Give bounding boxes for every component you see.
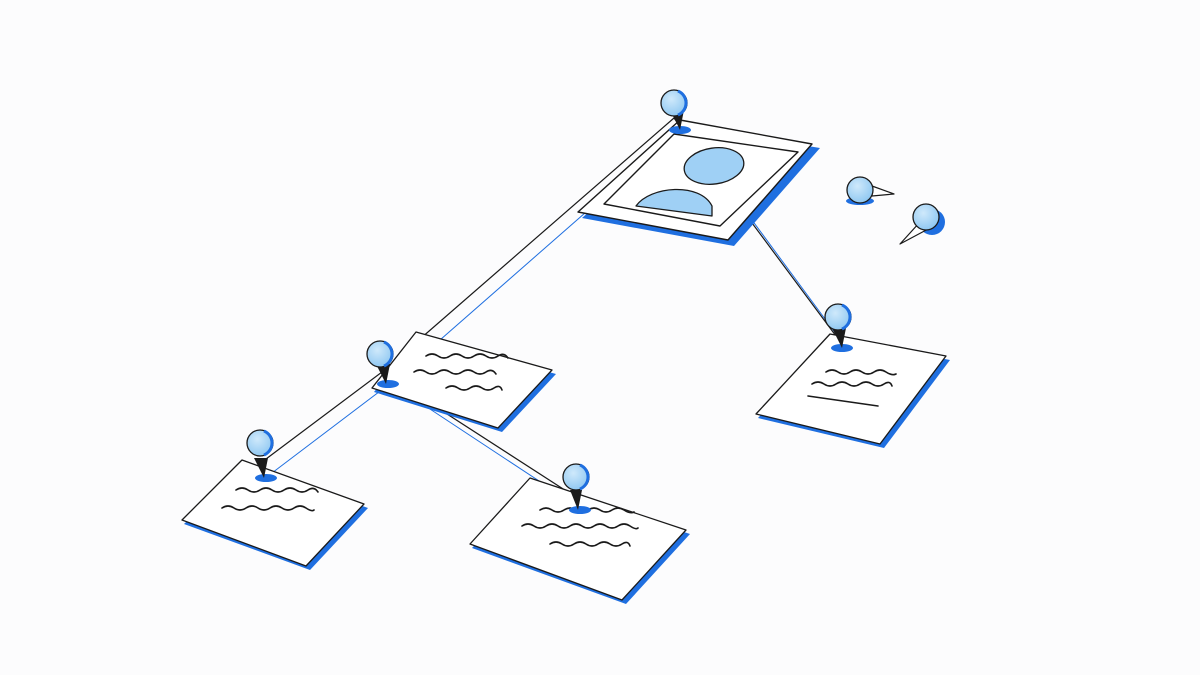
push-pin-icon (366, 340, 399, 388)
photo-card (577, 119, 820, 246)
person-shoulders-shape (635, 188, 713, 217)
loose-push-pin-icon (899, 203, 945, 245)
note-card-mid (371, 331, 556, 432)
note-card-mid-scribbles (413, 353, 509, 391)
note-card-right (755, 333, 950, 448)
note-card-right-scribbles (807, 369, 897, 407)
string-mid-to-bottomleft-black (261, 371, 383, 463)
push-pin-icon (246, 429, 277, 482)
note-card-bottom-left (181, 459, 368, 570)
string-mid-to-bottomleft-blue (267, 381, 393, 477)
note-card-bottom-left-scribbles (221, 487, 319, 512)
note-card-bottom-center (469, 477, 690, 604)
string-photo-to-mid-black (381, 117, 675, 373)
person-head-shape (683, 147, 745, 185)
push-pin-icon (562, 463, 591, 514)
push-pin-icon (660, 89, 691, 134)
note-card-mid-paper (371, 331, 553, 429)
note-card-right-paper (755, 333, 947, 445)
loose-push-pin-icon (846, 176, 895, 205)
note-card-bottom-left-paper (181, 459, 365, 567)
push-pin-icon (824, 303, 853, 352)
